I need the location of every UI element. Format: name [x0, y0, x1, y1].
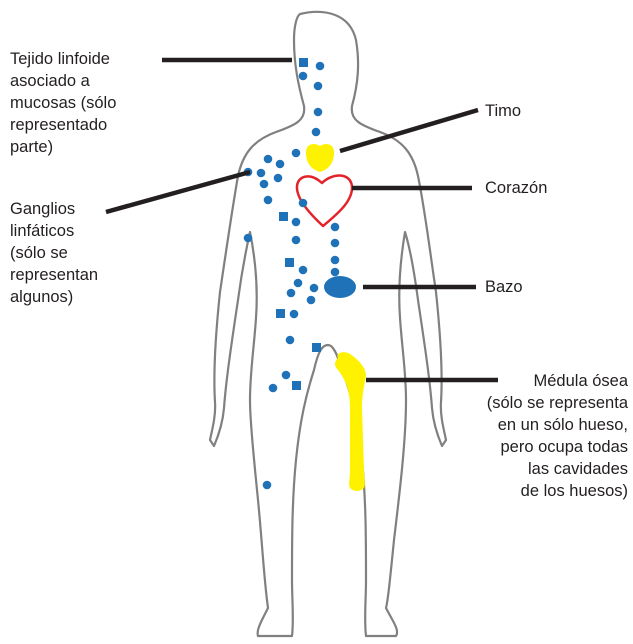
lymph-node: [290, 310, 299, 319]
lymph-node: [299, 199, 308, 208]
lymph-node: [314, 82, 323, 91]
lymph-node: [294, 279, 303, 288]
label-spleen: Bazo: [485, 276, 523, 298]
lymph-node: [269, 384, 278, 393]
lymph-node-square: [279, 212, 288, 221]
lymph-node-square: [276, 309, 285, 318]
lymph-node: [316, 62, 325, 71]
lymph-node: [244, 234, 253, 243]
label-lymph-nodes: Ganglios linfáticos (sólo se representan…: [10, 198, 98, 308]
lymph-node: [331, 223, 340, 232]
thymus-leader: [340, 110, 478, 151]
lymph-node: [299, 72, 308, 81]
lymph-node: [264, 196, 273, 205]
lymph-node: [274, 174, 283, 183]
label-heart: Corazón: [485, 177, 547, 199]
lymph-node: [310, 284, 319, 293]
lymph-node: [263, 481, 272, 490]
lymph-node: [286, 336, 295, 345]
lymph-node-square: [285, 258, 294, 267]
lymph-node: [257, 169, 266, 178]
lymph-node: [312, 128, 321, 137]
lymph-node: [331, 268, 340, 277]
lymph-node: [299, 266, 308, 275]
lymph-node: [287, 289, 296, 298]
lymph-node-square: [299, 58, 308, 67]
lymph-node-square: [312, 343, 321, 352]
label-thymus: Timo: [485, 100, 521, 122]
lymph-node: [331, 239, 340, 248]
spleen-shape: [324, 276, 356, 298]
lymph-node-square: [292, 381, 301, 390]
label-bone-marrow: Médula ósea (sólo se representa en un só…: [487, 370, 628, 502]
lymph-node: [331, 256, 340, 265]
lymph-nodes-leader: [106, 172, 250, 212]
lymph-node: [260, 180, 269, 189]
lymph-node: [292, 149, 301, 158]
lymph-node: [307, 296, 316, 305]
body-outline: [210, 12, 446, 636]
lymph-node: [314, 108, 323, 117]
lymph-node: [276, 160, 285, 169]
lymph-node: [292, 236, 301, 245]
label-mucosal-tissue: Tejido linfoide asociado a mucosas (sólo…: [10, 48, 116, 158]
thymus-shape: [306, 144, 334, 172]
lymph-node: [292, 218, 301, 227]
bone-marrow-shape: [335, 352, 366, 491]
lymph-node: [282, 371, 291, 380]
lymph-node: [264, 155, 273, 164]
